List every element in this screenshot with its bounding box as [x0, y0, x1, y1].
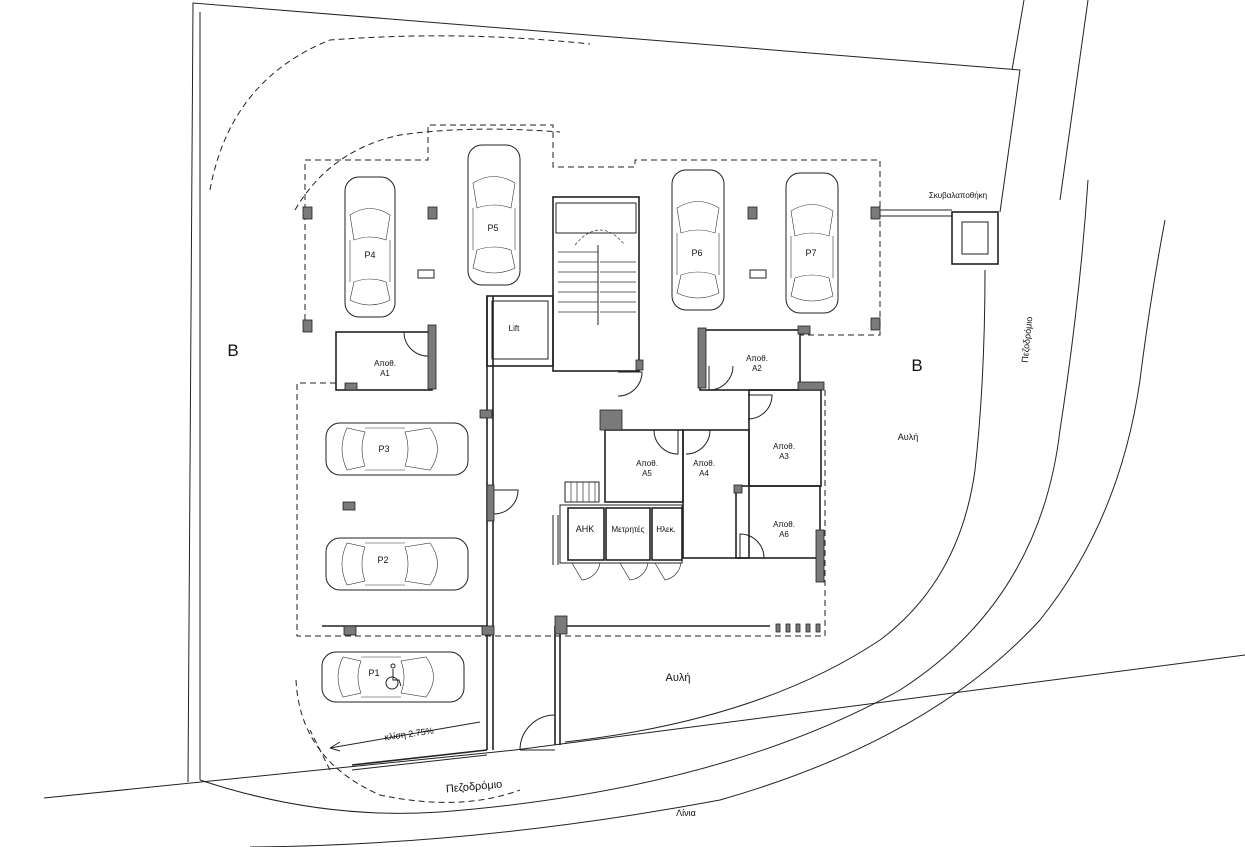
parking-label-p7: P7: [805, 248, 816, 258]
parking-bay-p2: P2: [325, 537, 469, 591]
storage-code: A6: [779, 530, 789, 539]
electrical-label: Ηλεκ.: [656, 525, 676, 534]
storage-code: A5: [642, 469, 652, 478]
street-label: Λίνια: [676, 808, 696, 818]
parking-label-p2: P2: [377, 555, 388, 565]
storage-a6: Αποθ. A6: [773, 520, 795, 539]
parking-bay-p6: P6: [671, 169, 725, 311]
storage-code: A2: [752, 364, 762, 373]
parking-bay-p1: P1: [321, 651, 465, 703]
lift-label: Lift: [509, 324, 520, 333]
storage-label: Αποθ.: [636, 459, 658, 468]
car-top-view-icon: [785, 172, 839, 314]
meters-label: Μετρητές: [612, 525, 645, 534]
parking-bay-p4: P4: [344, 176, 396, 318]
storage-code: A1: [380, 369, 390, 378]
plot-boundary: [43, 0, 1245, 847]
building-envelope: [296, 124, 881, 637]
parking-label-p3: P3: [378, 444, 389, 454]
parking-label-p5: P5: [487, 223, 498, 233]
car-top-view-icon: [467, 144, 521, 286]
bollards: [775, 623, 821, 633]
car-top-view-icon: [671, 169, 725, 311]
walls: [302, 196, 999, 771]
car-top-view-icon: [344, 176, 396, 318]
ahk-label: AHK: [576, 524, 595, 534]
storage-label: Αποθ.: [773, 520, 795, 529]
plot-label-b-left: B: [227, 341, 238, 360]
slope-label: κλίση 2.75%: [384, 726, 435, 743]
parking-bay-p7: P7: [785, 172, 839, 314]
car-top-view-icon: [325, 422, 469, 476]
storage-code: A3: [779, 452, 789, 461]
storage-a3: Αποθ. A3: [773, 442, 795, 461]
parking-bay-p5: P5: [467, 144, 521, 286]
sidewalk-label-right: Πεζοδρόμιο: [1020, 316, 1035, 363]
storage-a2: Αποθ. A2: [746, 354, 768, 373]
sidewalk-label-bottom: Πεζοδρόμιο: [445, 779, 502, 796]
parking-label-p6: P6: [691, 248, 702, 258]
storage-a1: Αποθ. A1: [374, 359, 396, 378]
car-top-view-icon: [325, 537, 469, 591]
plot-label-b-right: B: [911, 356, 922, 375]
storage-code: A4: [699, 469, 709, 478]
courtyard-label-right: Αυλή: [898, 432, 918, 442]
wheelchair-icon: [385, 663, 402, 690]
storage-label: Αποθ.: [746, 354, 768, 363]
bin-store-label: Σκυβαλαποθήκη: [929, 191, 987, 200]
storage-a4: Αποθ. A4: [693, 459, 715, 478]
parking-bay-p3: P3: [325, 422, 469, 476]
storage-label: Αποθ.: [773, 442, 795, 451]
storage-a5: Αποθ. A5: [636, 459, 658, 478]
door-swings: [403, 331, 773, 751]
storage-label: Αποθ.: [693, 459, 715, 468]
slope-arrow: [329, 721, 481, 752]
courtyard-label-bottom: Αυλή: [666, 672, 691, 684]
stair-treads: [558, 229, 636, 325]
parking-label-p1: P1: [368, 668, 379, 678]
parking-label-p4: P4: [364, 250, 375, 260]
dashed-outlines: [209, 35, 591, 803]
storage-label: Αποθ.: [374, 359, 396, 368]
